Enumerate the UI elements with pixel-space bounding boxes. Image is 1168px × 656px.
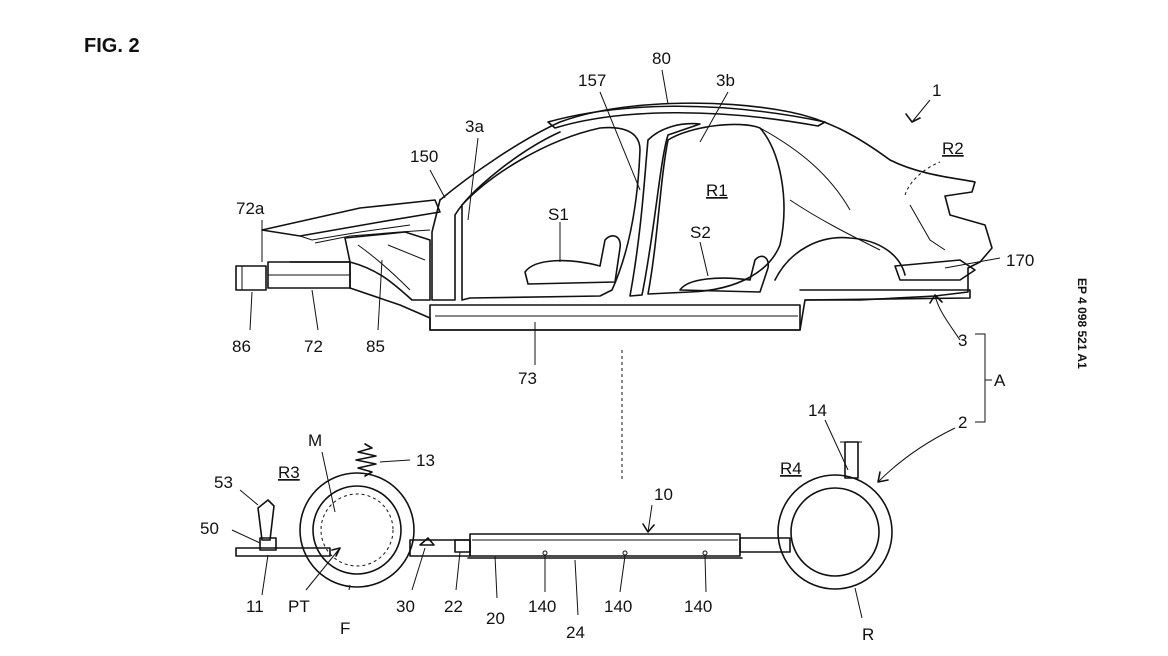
label-24: 24 — [566, 623, 585, 642]
label-R2: R2 — [942, 139, 964, 158]
label-13: 13 — [416, 451, 435, 470]
label-170: 170 — [1006, 251, 1034, 270]
arrow-10 — [642, 523, 655, 533]
label-R1: R1 — [706, 181, 728, 200]
side-sill-73 — [429, 304, 801, 331]
a-pillar — [431, 131, 561, 301]
label-53: 53 — [214, 473, 233, 492]
label-10: 10 — [654, 485, 673, 504]
rear-quarter-170 — [894, 259, 976, 281]
body-outline — [289, 102, 993, 331]
label-2: 2 — [958, 413, 967, 432]
roof-panel-80 — [547, 105, 826, 129]
b-pillar-157 — [629, 122, 701, 297]
label-157: 157 — [578, 71, 606, 90]
label-140-c: 140 — [684, 597, 712, 616]
label-3a: 3a — [465, 117, 484, 136]
label-S2: S2 — [690, 223, 711, 242]
label-72: 72 — [304, 337, 323, 356]
label-20: 20 — [486, 609, 505, 628]
label-11: 11 — [246, 597, 264, 616]
arrow-1 — [905, 113, 921, 123]
label-73: 73 — [518, 369, 537, 388]
crash-box-86 — [235, 265, 267, 291]
frame-rail — [235, 547, 331, 557]
label-A: A — [994, 371, 1006, 390]
label-86: 86 — [232, 337, 251, 356]
label-72a: 72a — [236, 199, 265, 218]
label-PT: PT — [288, 597, 310, 616]
rear-door-opening — [647, 123, 785, 295]
front-side-member-72 — [267, 261, 351, 289]
label-22: 22 — [444, 597, 463, 616]
label-30: 30 — [396, 597, 415, 616]
bracket-53 — [257, 499, 275, 541]
label-3: 3 — [958, 331, 967, 350]
vehicle-body — [235, 102, 993, 331]
label-80: 80 — [652, 49, 671, 68]
seat-S2 — [679, 255, 770, 293]
front-wheel-F — [299, 472, 415, 588]
label-S1: S1 — [548, 205, 569, 224]
label-M: M — [308, 431, 322, 450]
arrow-3 — [929, 294, 943, 304]
label-3b: 3b — [716, 71, 735, 90]
label-F: F — [340, 619, 350, 638]
label-140-a: 140 — [528, 597, 556, 616]
label-150: 150 — [410, 147, 438, 166]
battery-pack-20 — [469, 533, 741, 557]
spring-13 — [355, 443, 377, 477]
front-door-opening — [461, 126, 641, 301]
label-R3: R3 — [278, 463, 300, 482]
patent-number: EP 4 098 521 A1 — [1075, 278, 1089, 369]
motor-M — [320, 493, 394, 567]
front-fender-85 — [344, 231, 431, 301]
seat-S1 — [524, 235, 622, 285]
arrow-PT — [331, 547, 341, 557]
shock-14 — [844, 441, 859, 479]
label-1: 1 — [932, 81, 941, 100]
label-50: 50 — [200, 519, 219, 538]
label-140-b: 140 — [604, 597, 632, 616]
hood — [261, 199, 441, 237]
rear-wheel-arch — [774, 236, 906, 281]
figure-title: FIG. 2 — [84, 35, 140, 57]
rear-wheel-R — [777, 474, 893, 590]
chassis — [235, 441, 893, 590]
label-14: 14 — [808, 401, 827, 420]
label-R4: R4 — [780, 459, 802, 478]
label-85: 85 — [366, 337, 385, 356]
leader-lines — [231, 69, 1001, 619]
reference-labels: 80 157 3b 1 3a 150 R2 R1 72a S1 S2 170 8… — [200, 49, 1034, 644]
arrow-2 — [877, 471, 889, 483]
label-R: R — [862, 625, 874, 644]
